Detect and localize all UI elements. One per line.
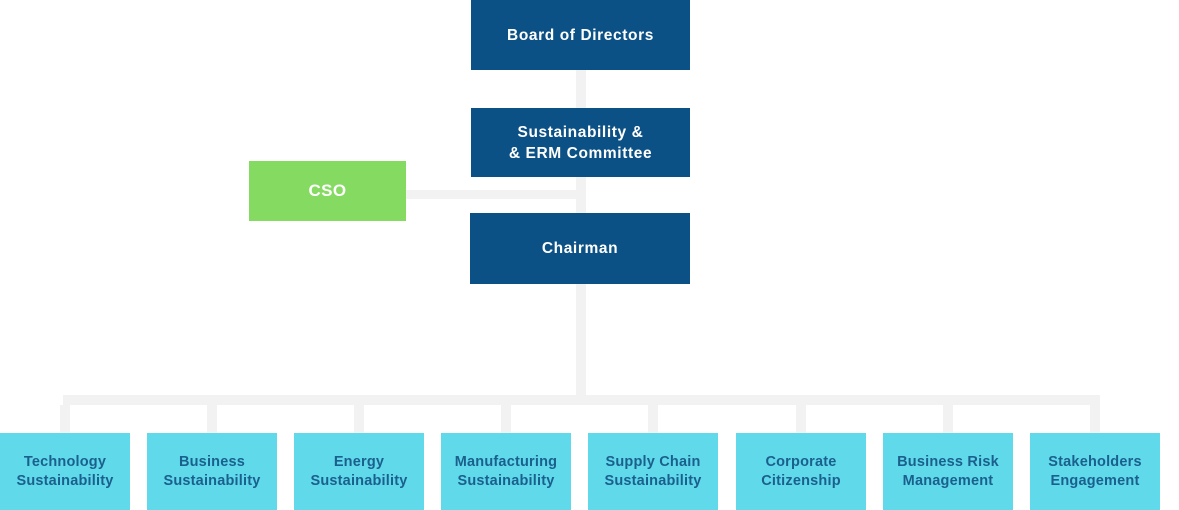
org-box-label-line1: Business Risk	[897, 453, 999, 470]
org-box-board-of-directors: Board of Directors	[471, 0, 690, 70]
org-box-label-line1: Supply Chain	[605, 453, 701, 470]
connector-drop-supply-chain-sustainability	[648, 405, 658, 434]
connector-drop-corporate-citizenship	[796, 405, 806, 434]
org-box-label-line2: Sustainability	[457, 472, 555, 489]
org-box-label-line1: Corporate	[765, 453, 837, 470]
org-box-label-line2: Citizenship	[761, 472, 841, 489]
org-box-label: Sustainability & & ERM Committee	[509, 122, 652, 164]
org-box-sustainability-erm-committee: Sustainability & & ERM Committee	[471, 108, 690, 177]
org-box-label-line2: & ERM Committee	[508, 144, 653, 162]
connector-drop-technology-sustainability	[60, 405, 70, 434]
org-box-label-line1: Technology	[23, 453, 107, 470]
org-box-label-line2: Sustainability	[163, 472, 261, 489]
org-box-label-line1: Sustainability &	[517, 123, 644, 141]
org-box-label-line1: Energy	[333, 453, 385, 470]
org-box-label-line1: Business	[178, 453, 246, 470]
connector-drop-manufacturing-sustainability	[501, 405, 511, 434]
connector-board-to-committee	[576, 70, 586, 108]
org-box-label-line1: Stakeholders	[1048, 453, 1142, 470]
org-box-label: Chairman	[541, 240, 619, 257]
org-box-label: CSO	[308, 181, 347, 200]
org-box-label-line2: Sustainability	[16, 472, 114, 489]
connector-cso-branch	[406, 190, 586, 199]
connector-drop-business-sustainability	[207, 405, 217, 434]
connector-chairman-to-bus	[576, 284, 586, 405]
connector-drop-business-risk-management	[943, 405, 953, 434]
org-box-label: Board of Directors	[507, 26, 654, 44]
org-box-cso: CSO	[249, 161, 406, 221]
org-box-label-line2: Engagement	[1050, 472, 1140, 489]
org-box-chairman: Chairman	[470, 213, 690, 284]
org-box-label-line2: Management	[902, 472, 994, 489]
org-box-label-line2: Sustainability	[310, 472, 408, 489]
org-box-label-line1: Manufacturing	[454, 453, 558, 470]
connector-drop-stakeholders-engagement	[1090, 405, 1100, 434]
connector-drop-energy-sustainability	[354, 405, 364, 434]
connector-departments-bus	[63, 395, 1100, 405]
org-box-label-line2: Sustainability	[604, 472, 702, 489]
